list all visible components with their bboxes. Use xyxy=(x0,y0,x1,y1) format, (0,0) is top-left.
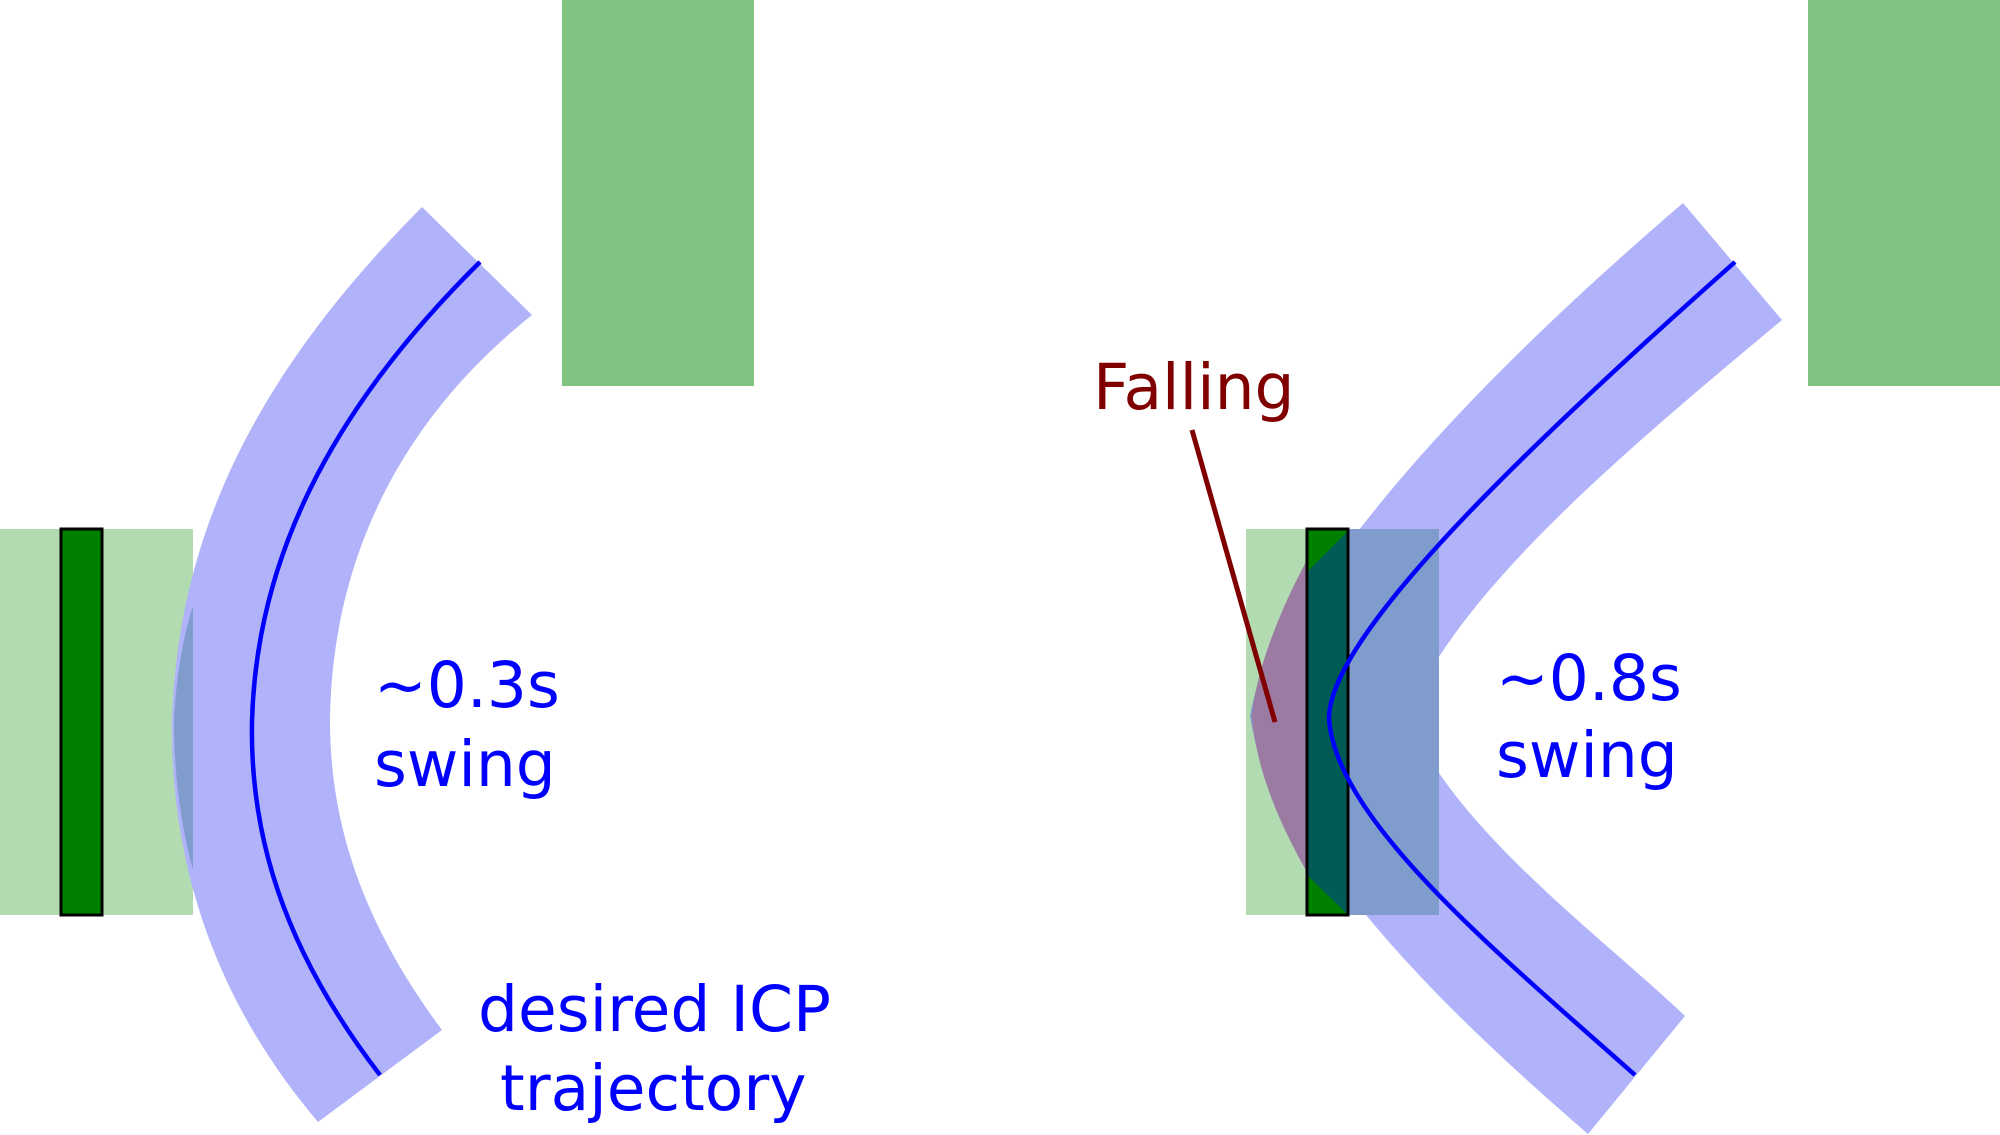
right-icp-trajectory xyxy=(1326,260,1737,1077)
left-trajectory-label-line2: trajectory xyxy=(500,1052,807,1125)
left-stance-foot xyxy=(59,527,104,917)
left-target-foothold xyxy=(562,0,754,386)
left-icp-band xyxy=(171,207,532,1122)
right-fall-zone xyxy=(1252,560,1307,872)
left-band-support-overlap xyxy=(174,606,193,870)
left-time-label: ~0.3s xyxy=(374,649,560,722)
right-time-label: ~0.8s xyxy=(1496,642,1682,715)
right-target-foothold xyxy=(1808,0,2000,386)
falling-arrow xyxy=(1189,429,1278,723)
left-trajectory-label-line1: desired ICP xyxy=(478,973,831,1046)
right-stance-foot-outline xyxy=(1305,527,1350,917)
left-panel: ~0.3s swing desired ICP trajectory xyxy=(0,0,831,1125)
falling-label: Falling xyxy=(1093,351,1295,424)
right-panel: Falling ~0.8s swing xyxy=(1093,0,2000,1134)
right-swing-label: swing xyxy=(1496,719,1678,792)
left-icp-trajectory xyxy=(249,260,482,1077)
left-swing-label: swing xyxy=(374,728,556,801)
